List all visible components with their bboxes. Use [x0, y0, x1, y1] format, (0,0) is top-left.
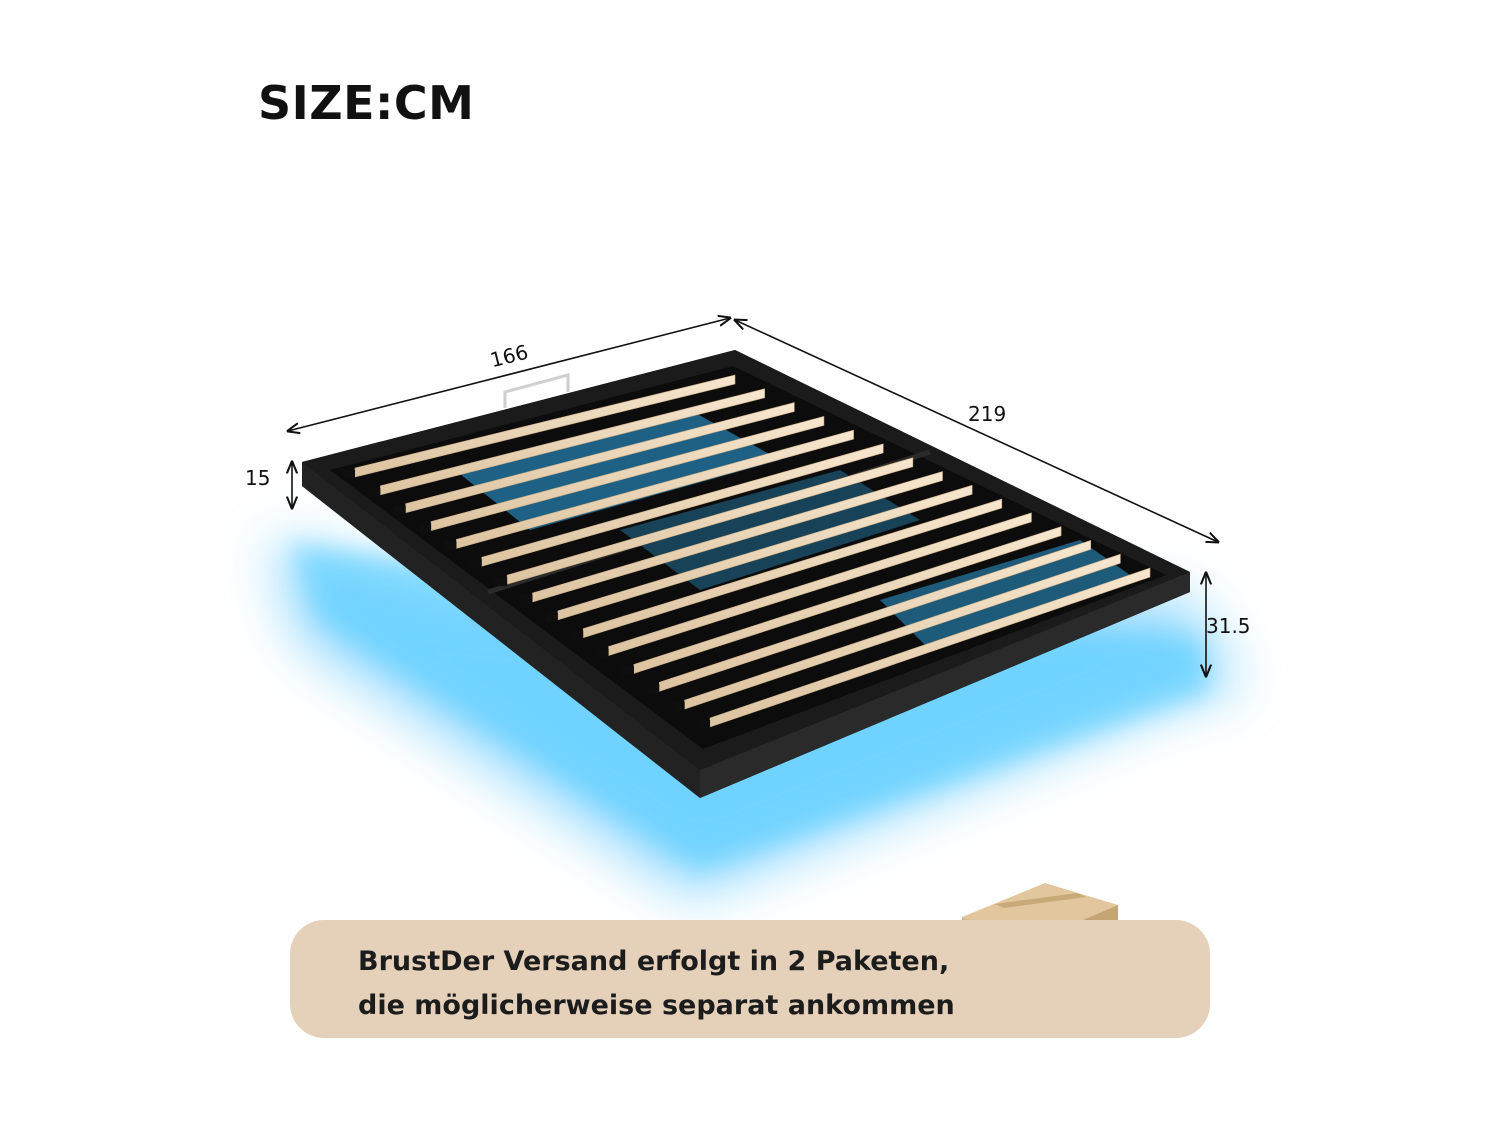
shipping-note-line-1: BrustDer Versand erfolgt in 2 Paketen,	[358, 946, 950, 977]
slat-holder	[444, 541, 457, 551]
slat-holder	[545, 612, 558, 622]
slat-holder	[672, 702, 685, 712]
length-dimension-line	[735, 320, 1218, 542]
slat-holder	[495, 577, 508, 587]
length-label: 219	[968, 402, 1007, 426]
total-height-label: 31.5	[1206, 614, 1251, 638]
slat-holder	[647, 684, 660, 694]
slat-holder	[393, 505, 406, 515]
slat-holder	[596, 648, 609, 658]
slat-holder	[469, 559, 482, 569]
slat-holder	[368, 487, 381, 497]
shipping-note-line-2: die möglicherweise separat ankommen	[358, 990, 955, 1021]
slat-holder	[343, 470, 355, 479]
shipping-note-text: BrustDer Versand erfolgt in 2 Paketen, d…	[358, 940, 955, 1028]
slat-holder	[520, 595, 533, 604]
page-title: SIZE:CM	[258, 76, 475, 130]
slat-holder	[621, 666, 634, 676]
width-dimension-line	[288, 318, 730, 431]
slat-holder	[571, 630, 584, 640]
frame-height-label: 15	[245, 466, 271, 490]
slat-holder	[419, 523, 432, 533]
shipping-note-banner: BrustDer Versand erfolgt in 2 Paketen, d…	[290, 920, 1210, 1038]
slat-holder	[698, 720, 710, 729]
dimension-lines	[288, 318, 1218, 676]
